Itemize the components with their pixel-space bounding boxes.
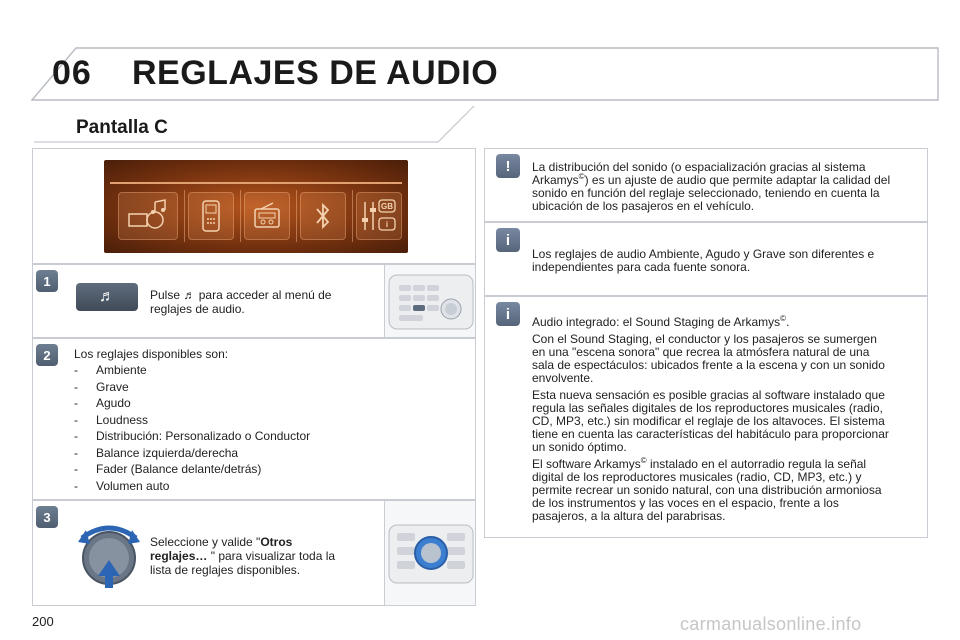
section-header-band [32, 104, 476, 144]
watermark: carmanualsonline.info [680, 614, 862, 634]
note-arkamys-text: La distribución del sonido (o espacializ… [532, 160, 891, 213]
music-note-icon: ♬ [99, 288, 115, 305]
step1-text: Pulse ♬ para acceder al menú de reglajes… [150, 288, 332, 316]
flag-label: GB [381, 202, 393, 211]
chapter-number: 06 [52, 54, 92, 92]
list-item: -Ambiente [74, 363, 147, 377]
note-box-info-2 [484, 296, 928, 538]
note-box-warning [484, 148, 928, 222]
step-badge-1: 1 [36, 270, 58, 292]
media-sources-icon [118, 192, 178, 240]
list-item: -Fader (Balance delante/detrás) [74, 462, 262, 476]
audio-screen-display: GB i [104, 160, 408, 253]
screen-separator [184, 190, 185, 242]
screen-topline [110, 182, 402, 184]
note-box-info-1 [484, 222, 928, 296]
bluetooth-icon [300, 192, 346, 240]
step-badge-2: 2 [36, 344, 58, 366]
list-item: -Agudo [74, 396, 131, 410]
step3-text: Seleccione y valide "Otros reglajes… " p… [150, 535, 336, 577]
settings-equalizer-icon: GB i [356, 192, 402, 240]
screen-separator [296, 190, 297, 242]
settings-badge-label: i [386, 220, 388, 229]
list-item: -Loudness [74, 413, 149, 427]
settings-list-intro: Los reglajes disponibles son: [74, 347, 229, 361]
page-number: 200 [32, 614, 54, 629]
list-item: -Balance izquierda/derecha [74, 446, 239, 460]
radio-icon [244, 192, 290, 240]
list-item: -Distribución: Personalizado o Conductor [74, 429, 311, 443]
section-title: Pantalla C [76, 117, 168, 138]
list-item: -Grave [74, 380, 129, 394]
music-note-button[interactable]: ♬ [76, 283, 138, 311]
chapter-title: REGLAJES DE AUDIO [132, 54, 499, 92]
phone-icon [188, 192, 234, 240]
note-sound-staging-text: Audio integrado: el Sound Staging de Ark… [532, 314, 889, 523]
list-item: -Volumen auto [74, 479, 170, 493]
note-settings-text: Los reglajes de audio Ambiente, Agudo y … [532, 247, 875, 274]
screen-separator [240, 190, 241, 242]
step-badge-3: 3 [36, 506, 58, 528]
info-icon: i [496, 228, 520, 252]
info-icon: i [496, 302, 520, 326]
chapter-header-band [28, 46, 940, 102]
music-note-inline-icon: ♬ [183, 288, 196, 302]
warning-icon: ! [496, 154, 520, 178]
step2-panel [32, 338, 476, 500]
rotary-dial-icon[interactable] [76, 518, 142, 590]
radio-panel-thumbnail [384, 265, 475, 337]
screen-separator [352, 190, 353, 242]
radio-dial-thumbnail [384, 501, 475, 605]
